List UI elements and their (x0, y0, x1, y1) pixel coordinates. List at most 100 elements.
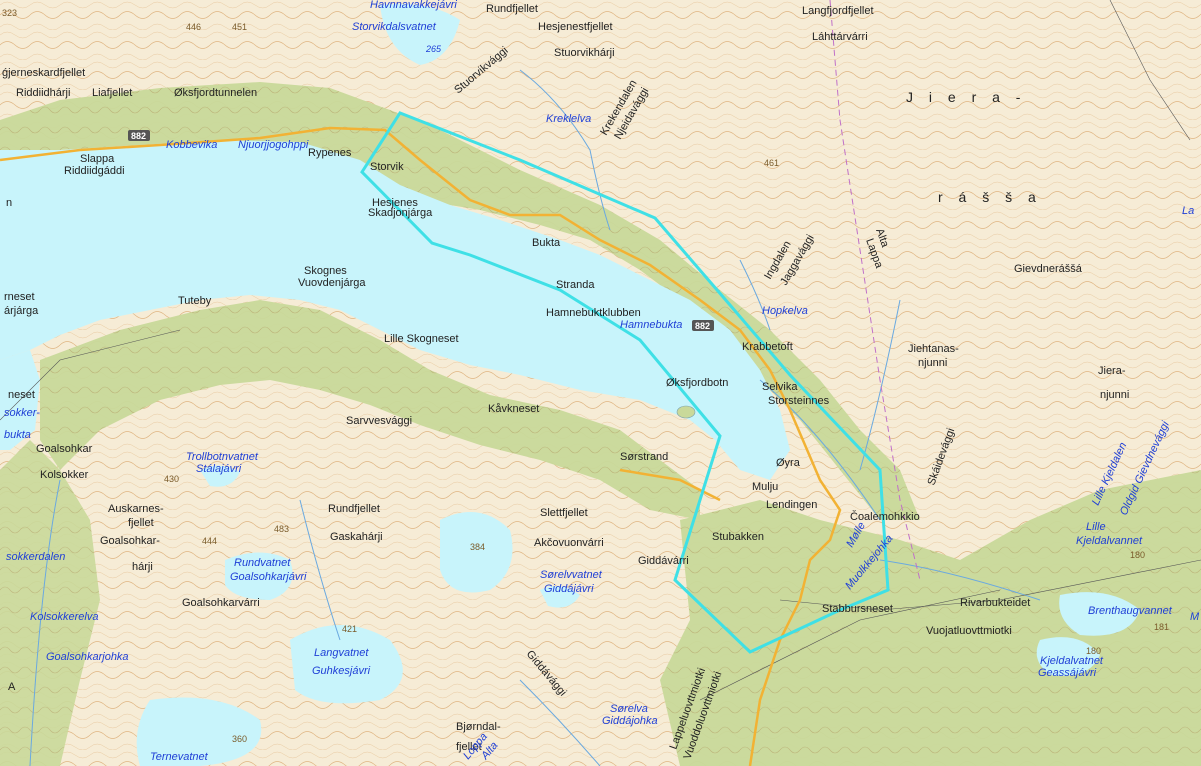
label-bjorndal: Bjørndal- (456, 721, 501, 733)
svg-text:483: 483 (274, 524, 289, 534)
svg-text:181: 181 (1154, 622, 1169, 632)
label-giddajavri: Giddájávri (544, 583, 594, 595)
label-bukta: Bukta (532, 237, 561, 249)
label-slettfjellet: Slettfjellet (540, 507, 588, 519)
label-sarvvesvaggi: Sarvvesvággi (346, 415, 412, 427)
label-kavkneset: Kåvkneset (488, 403, 539, 415)
label-jiera: J i e r a - (906, 89, 1026, 105)
label-sorelva: Sørelva (610, 703, 648, 715)
label-hopkelva: Hopkelva (762, 305, 808, 317)
island (676, 405, 696, 419)
label-hamnebuktklubben: Hamnebuktklubben (546, 307, 641, 319)
label-n: n (6, 197, 12, 209)
label-a: A (8, 681, 16, 693)
label-mulju: Mulju (752, 481, 778, 493)
label-stalajavri: Stálajávri (196, 463, 242, 475)
label-stuorvikharji: Stuorvikhárji (554, 47, 615, 59)
label-rundvatnet: Rundvatnet (234, 557, 291, 569)
label-skognes: Skognes (304, 265, 347, 277)
label-havnnavakkejavri: Havnnavakkejávri (370, 0, 457, 11)
label-gievdnerassa: Gievdneráššá (1014, 263, 1083, 275)
label-goalsohkarjavri: Goalsohkarjávri (230, 571, 307, 583)
label-vuovdenjarga: Vuovdenjárga (298, 277, 366, 289)
svg-text:384: 384 (470, 542, 485, 552)
fjord-water (0, 140, 790, 480)
label-rivarbukteidet: Rivarbukteidet (960, 597, 1030, 609)
label-langfjordfjellet: Langfjordfjellet (802, 5, 874, 17)
label-la: La (1182, 205, 1194, 217)
label-bukta2: bukta (4, 429, 31, 441)
label-lille: Lille (1086, 521, 1106, 533)
road-shield: 882 882 (128, 130, 714, 331)
label-stubakken: Stubakken (712, 531, 764, 543)
label-auskarnes: Auskarnes- (108, 503, 164, 515)
label-rypenes: Rypenes (308, 147, 352, 159)
label-slappa: Slappa (80, 153, 115, 165)
label-giddajohka: Giddájohka (602, 715, 658, 727)
label-geassajavri: Geassájávri (1038, 667, 1097, 679)
label-stranda: Stranda (556, 279, 595, 291)
spot-heights: 323 446 451 265 461 430 444 483 384 421 … (2, 8, 1169, 744)
label-skadjonjarga: Skadjonjárga (368, 207, 433, 219)
label-goalsohkar2: Goalsohkar- (100, 535, 160, 547)
label-kjeldalvannet: Kjeldalvannet (1076, 535, 1143, 547)
label-sorelvvatnet: Sørelvvatnet (540, 569, 603, 581)
lake-ternevatnet (136, 697, 262, 766)
label-coalemohkkio: Čoalemohkkio (850, 510, 920, 523)
label-tuteby: Tuteby (178, 295, 212, 307)
label-rundfjellet-top: Rundfjellet (486, 3, 538, 15)
label-hamnebukta: Hamnebukta (620, 319, 682, 331)
label-njunni-2: njunni (1100, 389, 1129, 401)
svg-text:323: 323 (2, 8, 17, 18)
label-rundfjellet: Rundfjellet (328, 503, 380, 515)
forest-west (0, 440, 100, 766)
label-storsteinnes: Storsteinnes (768, 395, 830, 407)
highlight-area-outline[interactable] (360, 111, 890, 654)
svg-text:444: 444 (202, 536, 217, 546)
label-fjellet: fjellet (128, 517, 154, 529)
label-kobbevika: Kobbevika (166, 139, 217, 151)
label-brenthaugvannet: Brenthaugvannet (1088, 605, 1173, 617)
svg-text:451: 451 (232, 22, 247, 32)
lake-rundvatnet (225, 552, 293, 600)
label-neset: neset (8, 389, 35, 401)
label-gjerneskardfjellet: ǵjerneskardfjellet (2, 67, 85, 79)
label-rassa: r á š š a (938, 189, 1042, 205)
label-lendingen: Lendingen (766, 499, 817, 511)
lake-storvikdal (380, 4, 460, 65)
label-ternevatnet: Ternevatnet (150, 751, 209, 763)
label-njuorjjogohppi: Njuorjjogohppi (238, 139, 309, 151)
roads (0, 126, 842, 766)
label-hesjenestfjellet: Hesjenestfjellet (538, 21, 613, 33)
label-lahttarvarri: Láhttárvárri (812, 31, 868, 43)
svg-text:446: 446 (186, 22, 201, 32)
label-harji: hárji (132, 561, 153, 573)
label-stabbursneset: Stabbursneset (822, 603, 893, 615)
label-arjarga: árjárga (4, 305, 39, 317)
lake-sorelvvatnet (440, 512, 513, 593)
svg-text:360: 360 (232, 734, 247, 744)
label-oksfjordbotn: Øksfjordbotn (666, 377, 728, 389)
label-riddiidgaddi: Riddiidgáddi (64, 165, 125, 177)
label-giddavarri: Giddávárri (638, 555, 689, 567)
svg-text:421: 421 (342, 624, 357, 634)
municipal-boundary (829, 0, 921, 581)
svg-text:461: 461 (764, 158, 779, 168)
label-vuojatluovttmiotki: Vuojatluovttmiotki (926, 625, 1012, 637)
label-gaskaharji: Gaskahárji (330, 531, 383, 543)
label-lille-skogneset: Lille Skogneset (384, 333, 459, 345)
forest-southeast (660, 470, 1201, 766)
label-rneset: rneset (4, 291, 35, 303)
label-langvatnet: Langvatnet (314, 647, 369, 659)
label-kjeldalvatnet: Kjeldalvatnet (1040, 655, 1104, 667)
label-akcovuonvarri: Akčovuonvárri (534, 537, 604, 549)
label-selvika: Selvika (762, 381, 798, 393)
label-oksfjordtunnelen: Øksfjordtunnelen (174, 87, 257, 99)
label-goalsohkarjohka: Goalsohkarjohka (46, 651, 129, 663)
svg-text:180: 180 (1130, 550, 1145, 560)
svg-text:882: 882 (695, 321, 710, 331)
label-njunni: njunni (918, 357, 947, 369)
label-sokkerdalen: sokkerdalen (6, 551, 65, 563)
label-jiera-njunni: Jiera- (1098, 365, 1126, 377)
